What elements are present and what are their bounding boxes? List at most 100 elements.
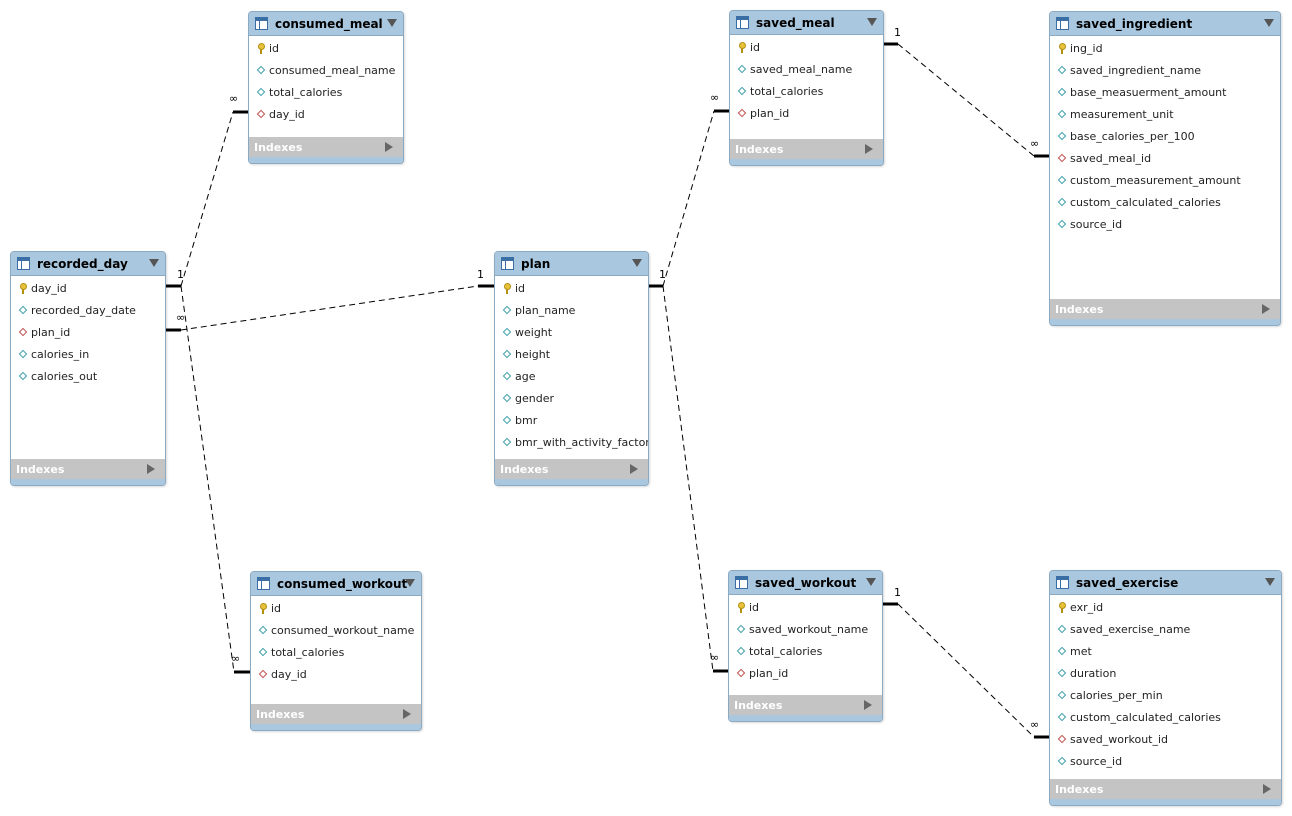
expand-arrow-icon[interactable]	[147, 464, 155, 474]
column-row[interactable]: source_id	[1050, 750, 1281, 772]
column-row[interactable]: total_calories	[249, 81, 403, 103]
column-row[interactable]: calories_out	[11, 365, 165, 387]
column-row[interactable]: measurement_unit	[1050, 103, 1280, 125]
column-row[interactable]: plan_id	[730, 102, 883, 124]
rel-one-label: 1	[659, 268, 666, 281]
table-header[interactable]: plan	[495, 252, 648, 276]
table-header[interactable]: saved_ingredient	[1050, 12, 1280, 36]
column-row[interactable]: ing_id	[1050, 37, 1280, 59]
column-row[interactable]: saved_meal_id	[1050, 147, 1280, 169]
column-row[interactable]: id	[729, 596, 882, 618]
indexes-section[interactable]: Indexes	[730, 139, 883, 159]
teal-diamond-icon	[1057, 197, 1067, 207]
table-header[interactable]: saved_exercise	[1050, 571, 1281, 595]
table-header[interactable]: consumed_meal	[249, 12, 403, 36]
indexes-section[interactable]: Indexes	[729, 695, 882, 715]
column-row[interactable]: id	[251, 597, 421, 619]
column-row[interactable]: saved_meal_name	[730, 58, 883, 80]
column-row[interactable]: saved_ingredient_name	[1050, 59, 1280, 81]
column-row[interactable]: recorded_day_date	[11, 299, 165, 321]
column-diamond-icon	[1056, 218, 1068, 230]
column-row[interactable]: plan_name	[495, 299, 648, 321]
column-name: custom_measurement_amount	[1070, 173, 1241, 187]
column-row[interactable]: custom_calculated_calories	[1050, 706, 1281, 728]
indexes-section[interactable]: Indexes	[11, 459, 165, 479]
column-row[interactable]: saved_exercise_name	[1050, 618, 1281, 640]
rel-many-label: ∞	[231, 652, 240, 665]
collapse-triangle-icon[interactable]	[866, 578, 876, 586]
column-row[interactable]: day_id	[251, 663, 421, 685]
column-row[interactable]: base_calories_per_100	[1050, 125, 1280, 147]
collapse-triangle-icon[interactable]	[867, 18, 877, 26]
column-row[interactable]: id	[495, 277, 648, 299]
teal-diamond-icon	[1057, 712, 1067, 722]
table-header[interactable]: saved_meal	[730, 11, 883, 35]
column-row[interactable]: duration	[1050, 662, 1281, 684]
column-row[interactable]: height	[495, 343, 648, 365]
column-row[interactable]: source_id	[1050, 213, 1280, 235]
column-row[interactable]: met	[1050, 640, 1281, 662]
column-row[interactable]: age	[495, 365, 648, 387]
table-icon	[17, 257, 30, 270]
column-row[interactable]: saved_workout_name	[729, 618, 882, 640]
expand-arrow-icon[interactable]	[403, 709, 411, 719]
table-header[interactable]: recorded_day	[11, 252, 165, 276]
expand-arrow-icon[interactable]	[864, 700, 872, 710]
table-header[interactable]: consumed_workout	[251, 572, 421, 596]
column-row[interactable]: total_calories	[730, 80, 883, 102]
collapse-triangle-icon[interactable]	[632, 259, 642, 267]
column-row[interactable]: bmr	[495, 409, 648, 431]
column-name: saved_exercise_name	[1070, 622, 1191, 636]
indexes-section[interactable]: Indexes	[249, 137, 403, 157]
column-row[interactable]: plan_id	[729, 662, 882, 684]
expand-arrow-icon[interactable]	[865, 144, 873, 154]
teal-diamond-icon	[258, 625, 268, 635]
expand-arrow-icon[interactable]	[1262, 304, 1270, 314]
indexes-section[interactable]: Indexes	[1050, 779, 1281, 799]
column-row[interactable]: consumed_workout_name	[251, 619, 421, 641]
column-row[interactable]: calories_in	[11, 343, 165, 365]
collapse-triangle-icon[interactable]	[149, 259, 159, 267]
table-header[interactable]: saved_workout	[729, 571, 882, 595]
column-row[interactable]: id	[730, 36, 883, 58]
table-icon	[255, 17, 268, 30]
column-name: met	[1070, 644, 1092, 658]
indexes-section[interactable]: Indexes	[495, 459, 648, 479]
column-row[interactable]: id	[249, 37, 403, 59]
expand-arrow-icon[interactable]	[385, 142, 393, 152]
column-row[interactable]: total_calories	[729, 640, 882, 662]
table-footer	[730, 159, 883, 165]
collapse-triangle-icon[interactable]	[387, 19, 397, 27]
expand-arrow-icon[interactable]	[630, 464, 638, 474]
column-diamond-icon	[501, 304, 513, 316]
column-row[interactable]: weight	[495, 321, 648, 343]
column-row[interactable]: plan_id	[11, 321, 165, 343]
column-row[interactable]: custom_measurement_amount	[1050, 169, 1280, 191]
column-row[interactable]: saved_workout_id	[1050, 728, 1281, 750]
column-row[interactable]: gender	[495, 387, 648, 409]
column-row[interactable]: base_measuerment_amount	[1050, 81, 1280, 103]
collapse-triangle-icon[interactable]	[1265, 578, 1275, 586]
column-row[interactable]: total_calories	[251, 641, 421, 663]
column-row[interactable]: custom_calculated_calories	[1050, 191, 1280, 213]
expand-arrow-icon[interactable]	[1263, 784, 1271, 794]
table-icon	[735, 576, 748, 589]
collapse-triangle-icon[interactable]	[405, 579, 415, 587]
column-row[interactable]: day_id	[249, 103, 403, 125]
indexes-section[interactable]: Indexes	[251, 704, 421, 724]
collapse-triangle-icon[interactable]	[1264, 19, 1274, 27]
column-row[interactable]: day_id	[11, 277, 165, 299]
column-row[interactable]: exr_id	[1050, 596, 1281, 618]
column-row[interactable]: calories_per_min	[1050, 684, 1281, 706]
indexes-section[interactable]: Indexes	[1050, 299, 1280, 319]
column-row[interactable]: bmr_with_activity_factor	[495, 431, 648, 453]
column-row[interactable]: consumed_meal_name	[249, 59, 403, 81]
